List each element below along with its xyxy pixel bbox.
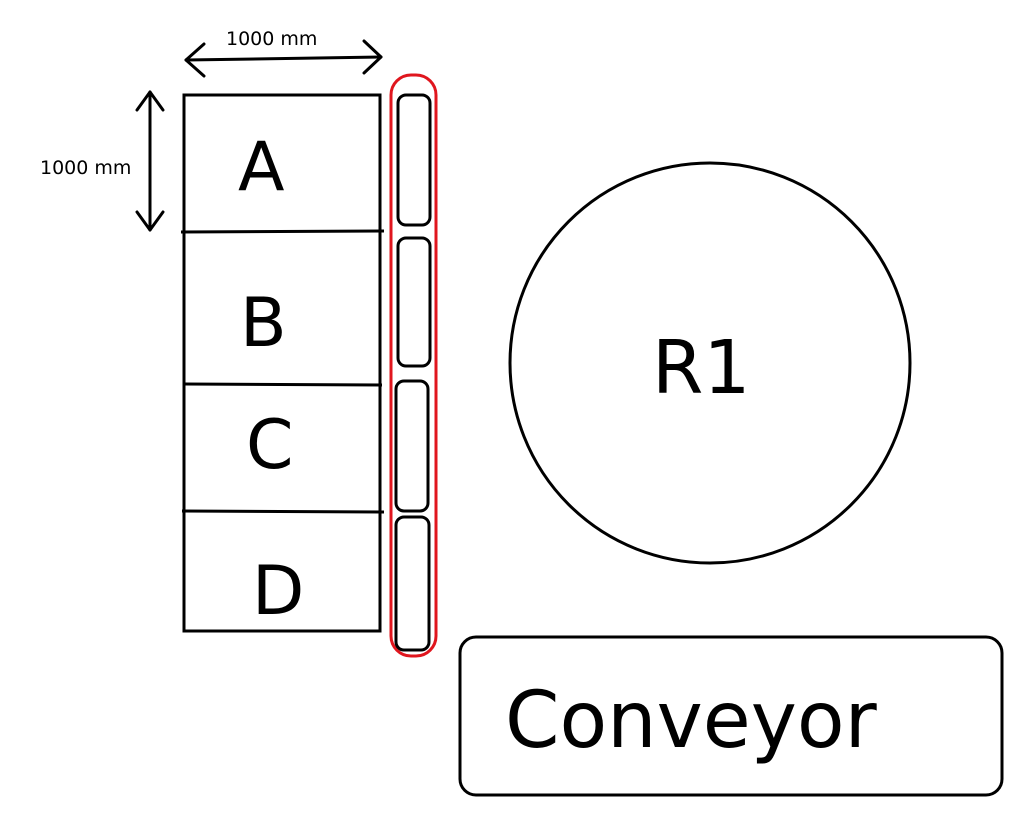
height-dimension-label: 1000 mm bbox=[40, 157, 131, 179]
robot-label: R1 bbox=[652, 325, 751, 411]
highlight-outline bbox=[389, 73, 438, 658]
width-dimension-label: 1000 mm bbox=[226, 28, 317, 50]
slot-bar-a bbox=[396, 93, 432, 227]
rack-outline bbox=[182, 93, 382, 633]
slot-label-a: A bbox=[238, 128, 285, 207]
rack-divider-ab bbox=[180, 229, 385, 234]
robot-circle bbox=[508, 161, 912, 565]
conveyor-label: Conveyor bbox=[505, 676, 878, 766]
slot-label-b: B bbox=[240, 284, 287, 363]
width-dimension-arrow bbox=[184, 39, 383, 78]
height-dimension-arrow bbox=[135, 90, 165, 232]
slot-label-c: C bbox=[246, 406, 293, 485]
slot-label-d: D bbox=[252, 552, 304, 631]
slot-bar-b bbox=[396, 236, 432, 368]
rack-divider-cd bbox=[181, 509, 385, 514]
slot-bar-c bbox=[394, 379, 430, 513]
rack-divider-bc bbox=[183, 382, 383, 387]
conveyor-box bbox=[458, 635, 1004, 797]
slot-bar-d bbox=[394, 515, 431, 652]
